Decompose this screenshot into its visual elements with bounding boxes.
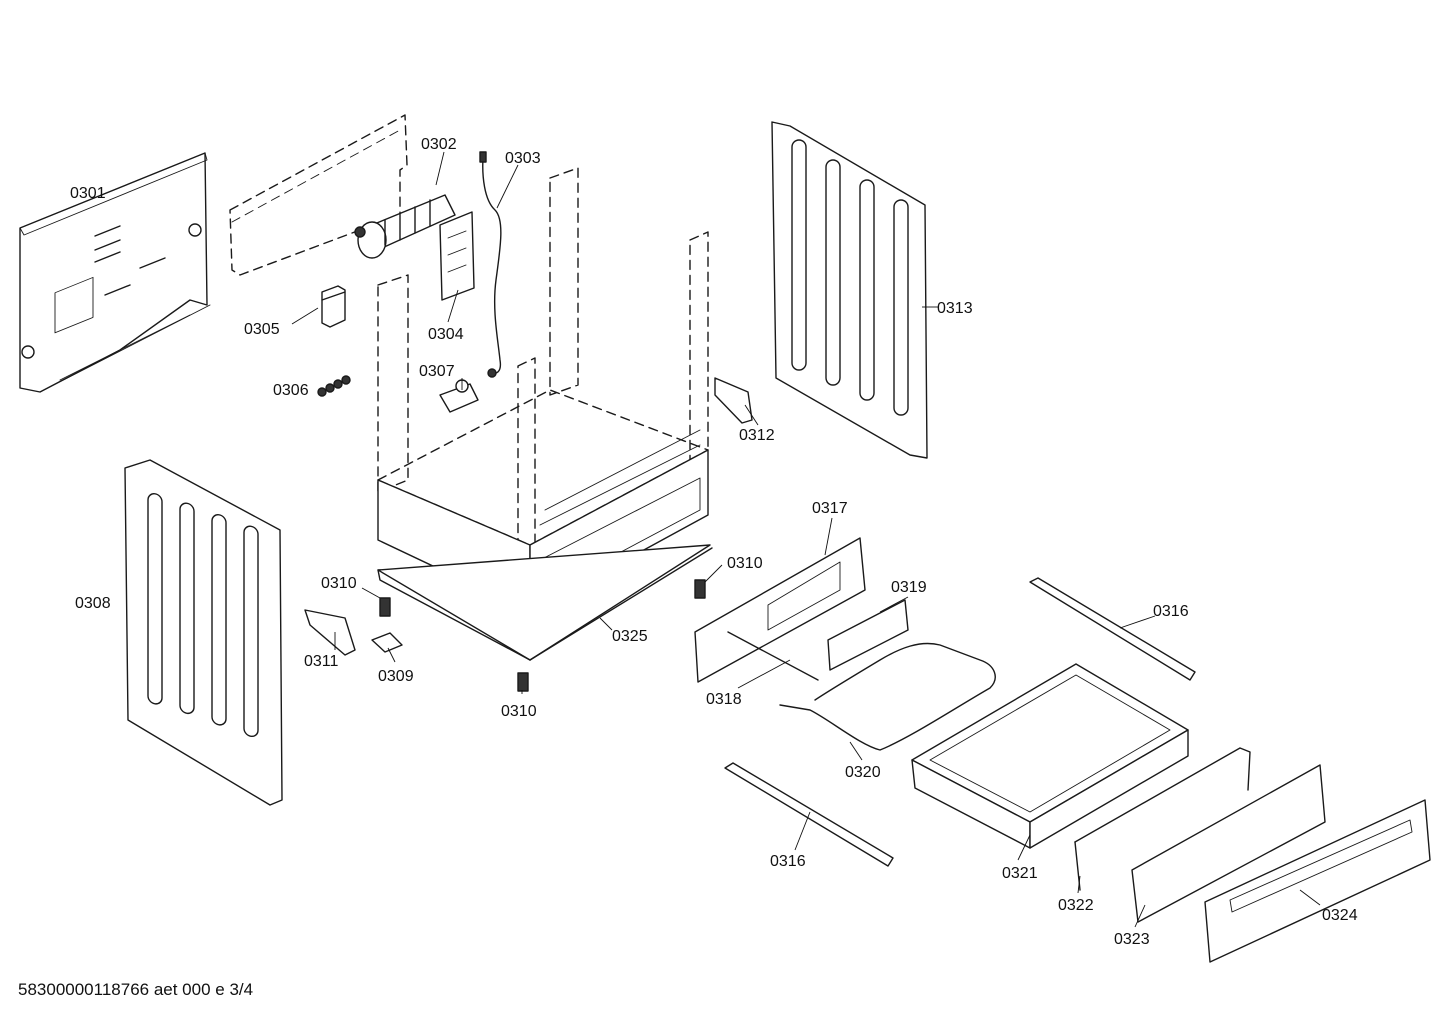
part-0316-rail-top bbox=[1029, 577, 1196, 681]
part-0325-frame bbox=[377, 167, 713, 661]
label-0324: 0324 bbox=[1322, 907, 1358, 924]
label-0316-bottom: 0316 bbox=[770, 853, 806, 870]
label-0302: 0302 bbox=[421, 136, 457, 153]
label-0310-left: 0310 bbox=[321, 575, 357, 592]
label-0305: 0305 bbox=[244, 321, 280, 338]
leader-lines bbox=[291, 151, 1321, 928]
part-0301-rear-panel bbox=[19, 152, 211, 393]
part-0308-side-panel bbox=[124, 459, 283, 806]
part-0303-cable bbox=[479, 151, 502, 378]
part-0323-inner-front bbox=[1131, 764, 1326, 923]
label-0325: 0325 bbox=[612, 628, 648, 645]
part-0324-drawer-front bbox=[1204, 799, 1431, 963]
label-0303: 0303 bbox=[505, 150, 541, 167]
document-reference: 58300000118766 aet 000 e 3/4 bbox=[18, 980, 254, 999]
part-0312-bracket bbox=[714, 377, 753, 424]
part-0306-terminal bbox=[317, 375, 351, 397]
label-0308: 0308 bbox=[75, 595, 111, 612]
part-0321-drawer bbox=[911, 663, 1189, 849]
label-0322: 0322 bbox=[1058, 897, 1094, 914]
label-0323: 0323 bbox=[1114, 931, 1150, 948]
part-0311-bracket bbox=[304, 609, 356, 656]
part-0307-valve bbox=[439, 379, 479, 413]
label-0318: 0318 bbox=[706, 691, 742, 708]
label-0320: 0320 bbox=[845, 764, 881, 781]
part-0309-clip bbox=[371, 632, 403, 653]
label-0310-right: 0310 bbox=[727, 555, 763, 572]
part-0320-heating-element bbox=[779, 642, 996, 751]
part-0319-plate bbox=[827, 599, 909, 671]
label-0310-bottom: 0310 bbox=[501, 703, 537, 720]
part-0317-drawer-panel bbox=[694, 537, 866, 683]
label-0311: 0311 bbox=[304, 653, 339, 670]
label-0307: 0307 bbox=[419, 363, 455, 380]
label-0312: 0312 bbox=[739, 427, 775, 444]
part-0305-component bbox=[321, 285, 346, 328]
part-0310-screw bbox=[379, 579, 706, 692]
part-0302-fan bbox=[229, 114, 456, 276]
part-0318-rod bbox=[727, 631, 819, 681]
part-0304-board bbox=[439, 211, 475, 301]
label-0319: 0319 bbox=[891, 579, 927, 596]
label-0321: 0321 bbox=[1002, 865, 1038, 882]
label-0304: 0304 bbox=[428, 326, 464, 343]
label-0301: 0301 bbox=[70, 185, 106, 202]
label-0309: 0309 bbox=[378, 668, 414, 685]
label-0317: 0317 bbox=[812, 500, 848, 517]
label-0316-top: 0316 bbox=[1153, 603, 1189, 620]
label-0313: 0313 bbox=[937, 300, 973, 317]
label-0306: 0306 bbox=[273, 382, 309, 399]
part-0313-side-panel bbox=[771, 121, 928, 459]
